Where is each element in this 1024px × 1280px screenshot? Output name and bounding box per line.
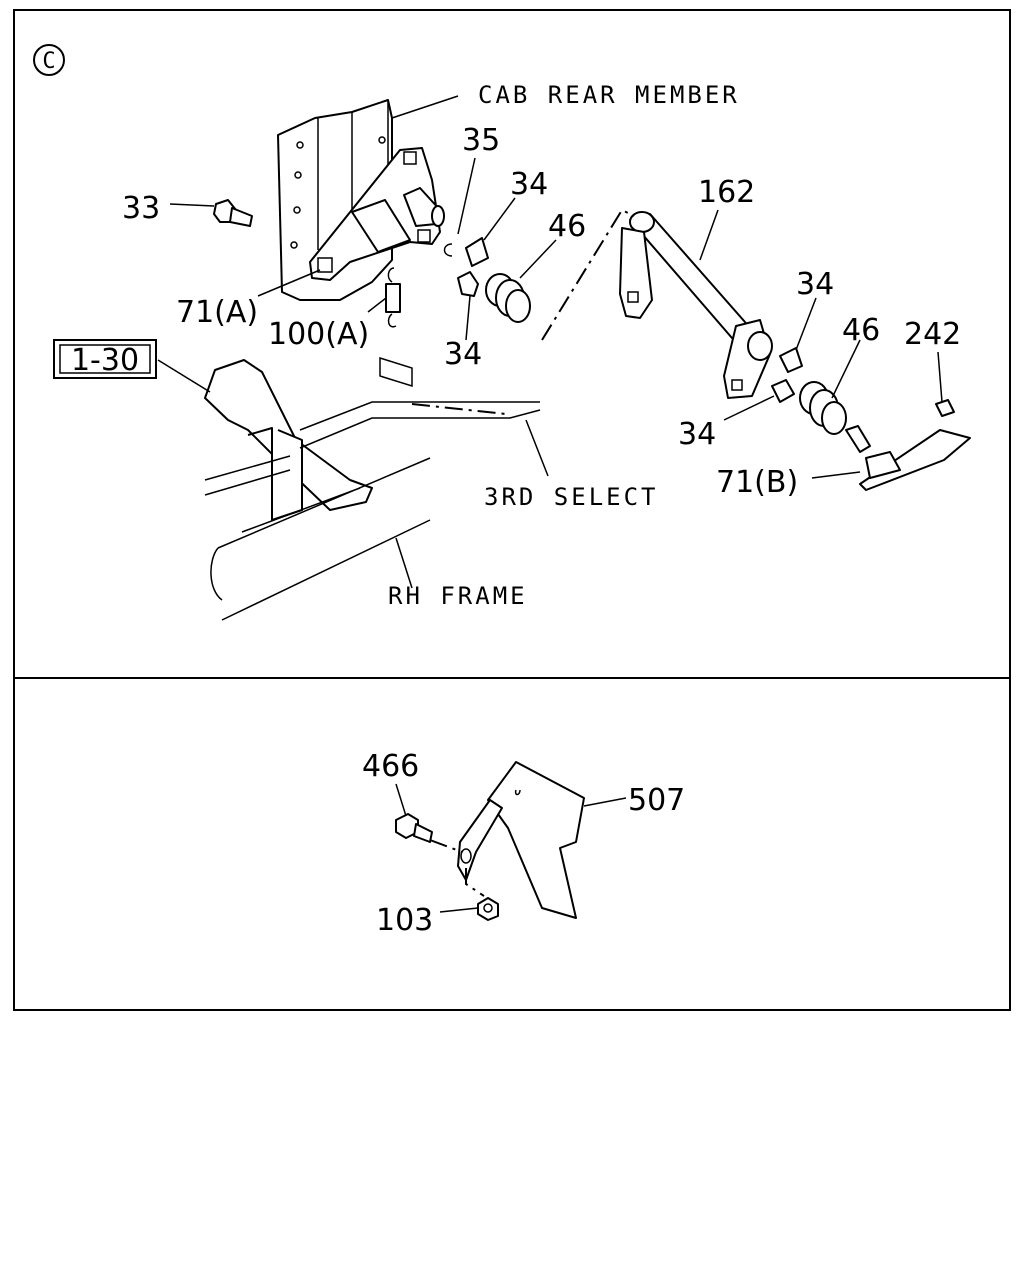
bushing-group-left: [443, 237, 531, 323]
bracket-507-drawing: [457, 761, 585, 919]
callout-34-lower-right[interactable]: 34: [678, 417, 716, 452]
callout-35[interactable]: 35: [462, 123, 500, 158]
reference-box-text: 1-30: [71, 343, 139, 378]
callout-466[interactable]: 466: [362, 749, 419, 784]
callout-46-left[interactable]: 46: [548, 209, 586, 244]
callout-103[interactable]: 103: [376, 903, 433, 938]
bolt-33-drawing: [213, 199, 253, 227]
callout-34-lower-left[interactable]: 34: [444, 337, 482, 372]
callout-71b[interactable]: 71(B): [716, 465, 798, 500]
bottom-leader-lines: [395, 783, 627, 913]
callout-507[interactable]: 507: [628, 783, 685, 818]
centerline-b: [411, 403, 507, 415]
centerline-a: [541, 208, 635, 341]
callout-34-upper-left[interactable]: 34: [510, 167, 548, 202]
bottom-panel-frame: [13, 677, 1011, 1011]
callout-162[interactable]: 162: [698, 175, 755, 210]
bushing-group-right: [771, 347, 847, 435]
bracket-71a-drawing: [309, 147, 445, 281]
callout-34-upper-right[interactable]: 34: [796, 267, 834, 302]
callout-46-right[interactable]: 46: [842, 313, 880, 348]
shaft-162-drawing: [619, 211, 773, 399]
leader-lines: [157, 95, 943, 589]
callout-33[interactable]: 33: [122, 191, 160, 226]
reference-box-1-30[interactable]: 1-30: [53, 339, 157, 379]
rh-frame-label: RH FRAME: [388, 582, 528, 610]
callout-100a[interactable]: 100(A): [268, 317, 369, 352]
bracket-71b-drawing: [845, 399, 971, 491]
cab-rear-member-label: CAB REAR MEMBER: [478, 81, 740, 109]
bolt-466-drawing: [395, 813, 433, 843]
callout-71a[interactable]: 71(A): [176, 295, 258, 330]
third-select-label: 3RD SELECT: [484, 483, 659, 511]
section-marker-text: C: [42, 49, 55, 74]
callout-242[interactable]: 242: [904, 317, 961, 352]
nut-103-drawing: [477, 897, 499, 921]
spring-100a-drawing: [385, 267, 401, 328]
frame-drawing: [204, 356, 541, 621]
section-marker: C: [33, 44, 65, 76]
